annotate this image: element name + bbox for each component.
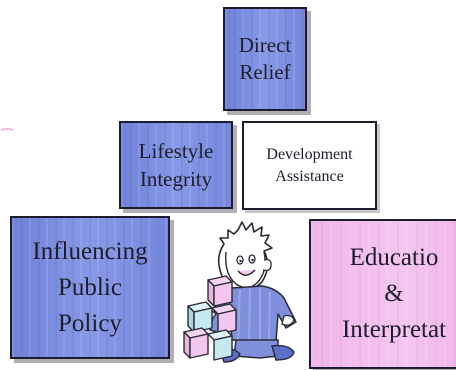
child-with-blocks-icon [183, 221, 297, 363]
direct-relief-box: Direct Relief [223, 7, 307, 111]
direct-relief-label: Direct Relief [238, 33, 292, 84]
influencing-public-policy-label: Influencing Public Policy [32, 237, 148, 337]
lifestyle-integrity-box: Lifestyle Integrity [119, 121, 233, 209]
stray-pink-mark [0, 128, 14, 131]
influencing-public-policy-box: Influencing Public Policy [10, 216, 170, 359]
development-assistance-box: Development Assistance [242, 121, 377, 210]
education-interpretation-box: Educatio & Interpretat [309, 219, 456, 369]
development-assistance-label: Development Assistance [266, 145, 353, 185]
lifestyle-integrity-label: Lifestyle Integrity [138, 139, 214, 191]
education-interpretation-label: Educatio & Interpretat [341, 244, 447, 343]
